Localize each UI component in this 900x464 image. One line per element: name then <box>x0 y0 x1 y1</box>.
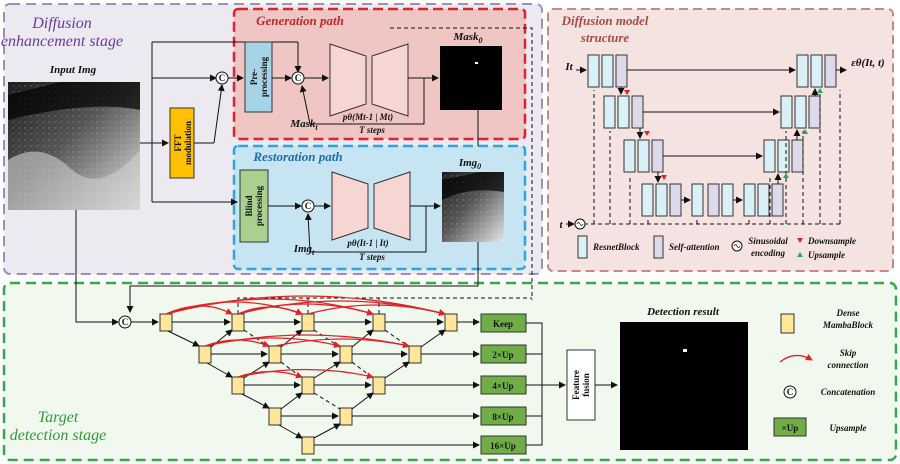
diffusion-stage-title-line2: enhancement stage <box>1 33 123 50</box>
legend-up-label: Upsample <box>830 423 867 433</box>
legend-downsample-label: Downsample <box>807 236 856 246</box>
legend-skip-label-line2: connection <box>827 360 868 370</box>
concat-node-restoration-symbol: C <box>305 201 312 211</box>
mask0-image <box>440 46 502 110</box>
blind-processing-label-line2: processing <box>254 185 264 226</box>
generation-path-title: Generation path <box>256 13 344 28</box>
unet-connections <box>576 66 847 204</box>
fft-modulation-box <box>169 107 195 179</box>
blind-processing-label: Blind <box>244 195 254 216</box>
img0-image <box>442 172 504 242</box>
legend-upsample-label: Upsample <box>808 250 845 260</box>
mask0-target-dot <box>475 62 478 64</box>
detection-stage-title: Target <box>38 409 79 426</box>
downsample-markers <box>624 90 667 180</box>
restoration-formula: pθ(It-1 | It) <box>346 238 388 248</box>
detection-target-dot <box>683 349 687 352</box>
feature-fusion-box <box>566 349 596 421</box>
upsample-markers <box>783 88 823 178</box>
up2-label: 2×Up <box>492 350 513 360</box>
diffusion-model-title-line2: structure <box>580 30 630 45</box>
feature-fusion-label: Feature <box>571 370 581 400</box>
legend-sinusoidal-label: Sinusoidal <box>748 236 788 246</box>
preprocessing-label-line2: processing <box>259 56 269 97</box>
preprocessing-label: Pre- <box>249 69 259 85</box>
input-image-label: Input Img <box>49 64 97 76</box>
legend-dense-label: Dense <box>836 308 860 318</box>
generation-steps: T steps <box>359 125 385 135</box>
legend-attention-label: Self-attention <box>669 242 720 252</box>
model-legend: ResnetBlock Self-attention Sinusoidal en… <box>577 235 856 260</box>
blind-processing-box <box>239 169 269 243</box>
legend-skip-label: Skip <box>840 348 857 358</box>
img0-label: Img0 <box>458 157 481 171</box>
detection-stage-title-line2: detection stage <box>10 427 106 444</box>
dense-mamba-grid <box>159 313 458 455</box>
restoration-steps: T steps <box>359 252 385 262</box>
up4-label: 4×Up <box>492 381 513 391</box>
concat-node-detection-symbol: C <box>122 317 129 327</box>
legend-up-box-label: ×Up <box>782 423 799 433</box>
preprocessing-box <box>244 41 273 113</box>
legend-dense-swatch <box>780 313 795 334</box>
generation-unet <box>329 43 409 117</box>
legend-up-swatch <box>773 417 807 437</box>
upsample-boxes: Keep 2×Up 4×Up 8×Up 16×Up <box>480 313 527 455</box>
input-image <box>8 82 140 210</box>
legend-concat-icon <box>783 385 797 399</box>
keep-label: Keep <box>493 319 513 329</box>
concat-node-generation-symbol: C <box>295 73 302 83</box>
up16-label: 16×Up <box>490 441 516 451</box>
fft-modulation-label: FFT <box>173 135 183 152</box>
legend-skip-icon <box>779 353 813 363</box>
detection-stage-panel <box>2 281 898 462</box>
diffusion-stage-title: Diffusion <box>31 15 92 32</box>
imgt-label: Imgt <box>293 243 315 257</box>
legend-downsample-icon <box>797 238 803 243</box>
legend-concat-symbol: C <box>787 387 794 397</box>
detection-result-image <box>620 322 748 450</box>
model-time-label: t <box>559 219 563 231</box>
legend-resnet-label: ResnetBlock <box>592 242 640 252</box>
restoration-path-title: Restoration path <box>252 149 342 164</box>
skip-connections <box>165 295 446 380</box>
up8-label: 8×Up <box>492 412 513 422</box>
restoration-unet <box>331 171 411 241</box>
grid-to-upsample <box>314 318 566 449</box>
legend-upsample-icon <box>797 252 803 257</box>
model-output-label: εθ(It, t) <box>851 57 884 69</box>
legend-resnet-swatch <box>577 235 588 259</box>
diffusion-model-title: Diffusion model <box>561 13 649 28</box>
feature-fusion-label-line2: fusion <box>581 373 591 397</box>
fft-modulation-label-line2: modulation <box>183 121 193 165</box>
time-embedding-lines <box>584 90 841 225</box>
unet-blocks <box>587 54 837 217</box>
legend-attention-swatch <box>653 235 664 259</box>
detection-legend: Dense MambaBlock Skip connection C Conca… <box>773 308 876 437</box>
model-input-label: It <box>564 61 573 73</box>
diffusion-model-panel <box>547 8 894 272</box>
mask0-label: Mask0 <box>452 31 482 45</box>
legend-dense-label-line2: MambaBlock <box>822 320 874 330</box>
detection-result-title: Detection result <box>646 306 720 318</box>
generation-formula: pθ(Mt-1 | Mt) <box>342 112 393 122</box>
legend-concat-label: Concatenation <box>821 387 876 397</box>
concat-node-input-symbol: C <box>219 73 226 83</box>
maskt-label: Maskt <box>289 118 318 132</box>
legend-sinusoidal-label-line2: encoding <box>751 248 786 258</box>
